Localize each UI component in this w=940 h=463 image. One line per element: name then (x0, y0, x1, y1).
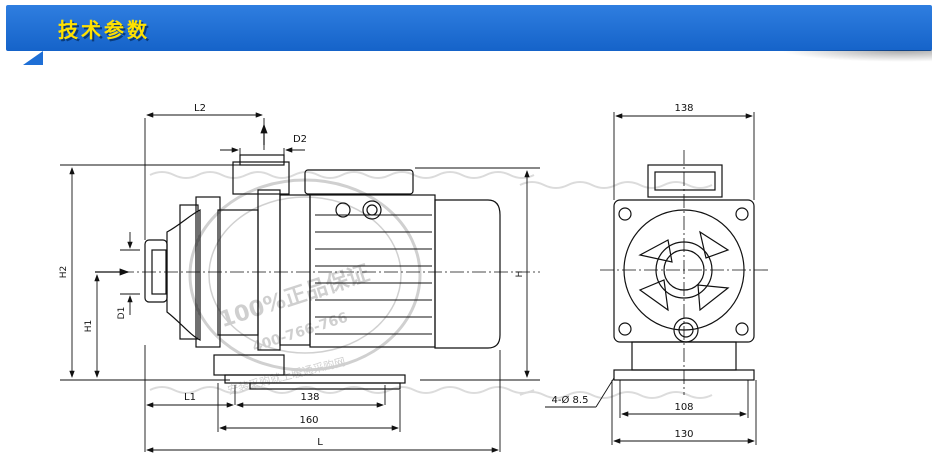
watermark-stamp: 100%正品保证 400-766-766 安装采购就上暖通采购网 (149, 171, 713, 399)
dim-label-160: 160 (299, 415, 318, 426)
dim-label-D2: D2 (293, 134, 307, 145)
dim-label-H2: H2 (59, 266, 69, 279)
front-view (600, 150, 770, 395)
front-view-dimensions (545, 112, 757, 445)
dim-label-hole-spec: 4-Ø 8.5 (552, 394, 589, 406)
dim-label-L: L (317, 437, 323, 448)
dim-label-130: 130 (674, 429, 693, 440)
dim-label-108: 108 (674, 402, 693, 413)
dim-label-L1: L1 (184, 392, 196, 403)
dim-label-138-side: 138 (300, 392, 319, 403)
dim-label-D1: D1 (117, 307, 127, 320)
banner-shadow (780, 50, 932, 62)
dim-label-138-front: 138 (674, 103, 693, 114)
dim-label-L2: L2 (194, 103, 206, 114)
section-title: 技术参数 (58, 18, 150, 42)
side-view-dimensions (60, 112, 540, 453)
section-header-banner: 技术参数 (6, 5, 932, 51)
dim-label-H1: H1 (84, 320, 94, 333)
side-view (95, 123, 540, 390)
watermark-bottom-text: 安装采购就上暖通采购网 (226, 354, 347, 397)
dim-label-H: H (515, 271, 525, 278)
